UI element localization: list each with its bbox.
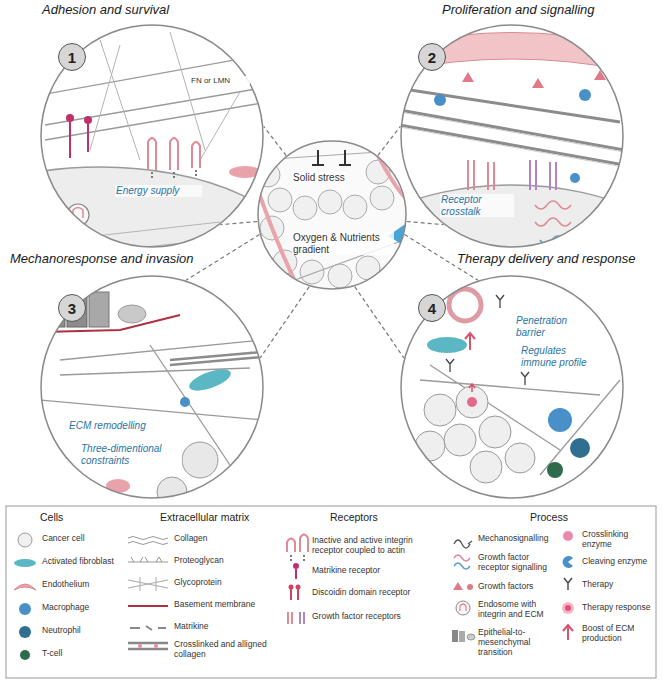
panel-circle: Adhesion and survivalFN or LMNEnergy sup… bbox=[40, 24, 264, 248]
panel-label: Penetration barrier bbox=[515, 315, 587, 338]
panel-label: Oxygen & Nutrients gradient bbox=[292, 232, 394, 255]
legend-text: Growth factor receptor signalling bbox=[478, 553, 558, 573]
legend-text: Cancer cell bbox=[42, 534, 122, 544]
tumour-illustration bbox=[256, 140, 410, 292]
legend-text: Neutrophil bbox=[42, 626, 122, 636]
legend-text: Activated fibroblast bbox=[42, 557, 122, 567]
legend-text: Endosome with integrin and ECM bbox=[478, 600, 558, 620]
panel-label: FN or LMN bbox=[190, 76, 250, 85]
legend-text: Collagen bbox=[174, 534, 274, 544]
circle-outline bbox=[257, 140, 407, 290]
legend-text: Boost of ECM production bbox=[582, 624, 652, 644]
legend-text: Therapy response bbox=[582, 603, 652, 613]
legend-text: T-cell bbox=[42, 649, 122, 659]
panel-title: Mechanoresponse and invasion bbox=[8, 252, 196, 267]
legend-text: Cleaving enzyme bbox=[582, 557, 652, 567]
adhesion-illustration bbox=[0, 32, 300, 357]
legend-text: Crosslinked and alligned collagen bbox=[174, 640, 274, 660]
panel-title: Proliferation and signalling bbox=[440, 3, 596, 18]
legend-text: Therapy bbox=[582, 580, 652, 590]
center-circle: Solid stressOxygen & Nutrients gradient bbox=[257, 140, 407, 290]
legend-text: Endothelium bbox=[42, 580, 122, 590]
dashed-connector bbox=[186, 235, 309, 358]
legend-text: Matrikine receptor bbox=[312, 566, 444, 576]
callout-number-text: 3 bbox=[68, 300, 76, 317]
dashed-connector bbox=[220, 126, 286, 224]
legend-text: Growth factor receptors bbox=[312, 612, 444, 622]
callout-number: 3 bbox=[58, 294, 86, 322]
panel-label: Three-dimentional constraints bbox=[80, 443, 182, 466]
callout-number: 2 bbox=[418, 43, 446, 71]
legend-samples bbox=[14, 531, 574, 660]
legend-text: Matrikine bbox=[174, 622, 274, 632]
legend-text: Basement membrane bbox=[174, 600, 274, 610]
legend-heading: Cells bbox=[40, 511, 63, 523]
panel-circle: Therapy delivery and responsePenetration… bbox=[400, 275, 624, 499]
dashed-connector bbox=[378, 126, 444, 224]
legend-text: Epithelial-to-mesenchymal transition bbox=[478, 628, 558, 657]
panel-label: ECM remodelling bbox=[68, 420, 165, 432]
panel-label: Solid stress bbox=[292, 172, 346, 184]
legend-text: Growth factors bbox=[478, 582, 558, 592]
callout-number-text: 4 bbox=[428, 300, 436, 317]
legend-heading: Receptors bbox=[330, 511, 378, 523]
panel-title: Adhesion and survival bbox=[40, 3, 171, 18]
legend-text: Macrophage bbox=[42, 603, 122, 613]
callout-number-text: 1 bbox=[68, 49, 76, 66]
legend-text: Discoidin domain receptor bbox=[312, 588, 444, 598]
callout-number: 4 bbox=[418, 294, 446, 322]
legend-text: Crosslinking enzyme bbox=[582, 530, 652, 550]
panel-label: Receptor crosstalk bbox=[440, 194, 514, 217]
panel-title: Therapy delivery and response bbox=[455, 252, 638, 267]
invasion-illustration bbox=[40, 285, 264, 507]
callout-number-text: 2 bbox=[428, 49, 436, 66]
legend-text: Inactive and active integrin receptor co… bbox=[312, 536, 444, 556]
callout-number: 1 bbox=[58, 43, 86, 71]
panel-circle: Proliferation and signallingReceptor cro… bbox=[400, 24, 624, 248]
therapy-illustration bbox=[415, 289, 620, 483]
panel-label: Regulates immune profile bbox=[520, 345, 598, 368]
legend-heading: Extracellular matrix bbox=[160, 511, 249, 523]
legend-heading: Process bbox=[530, 511, 568, 523]
legend-text: Mechanosignalling bbox=[478, 534, 558, 544]
legend-text: Glycoprotein bbox=[174, 578, 274, 588]
legend-text: Proteoglycan bbox=[174, 556, 274, 566]
panel-circle: Mechanoresponse and invasionECM remodell… bbox=[40, 275, 264, 499]
panel-label: Energy supply bbox=[115, 185, 202, 197]
